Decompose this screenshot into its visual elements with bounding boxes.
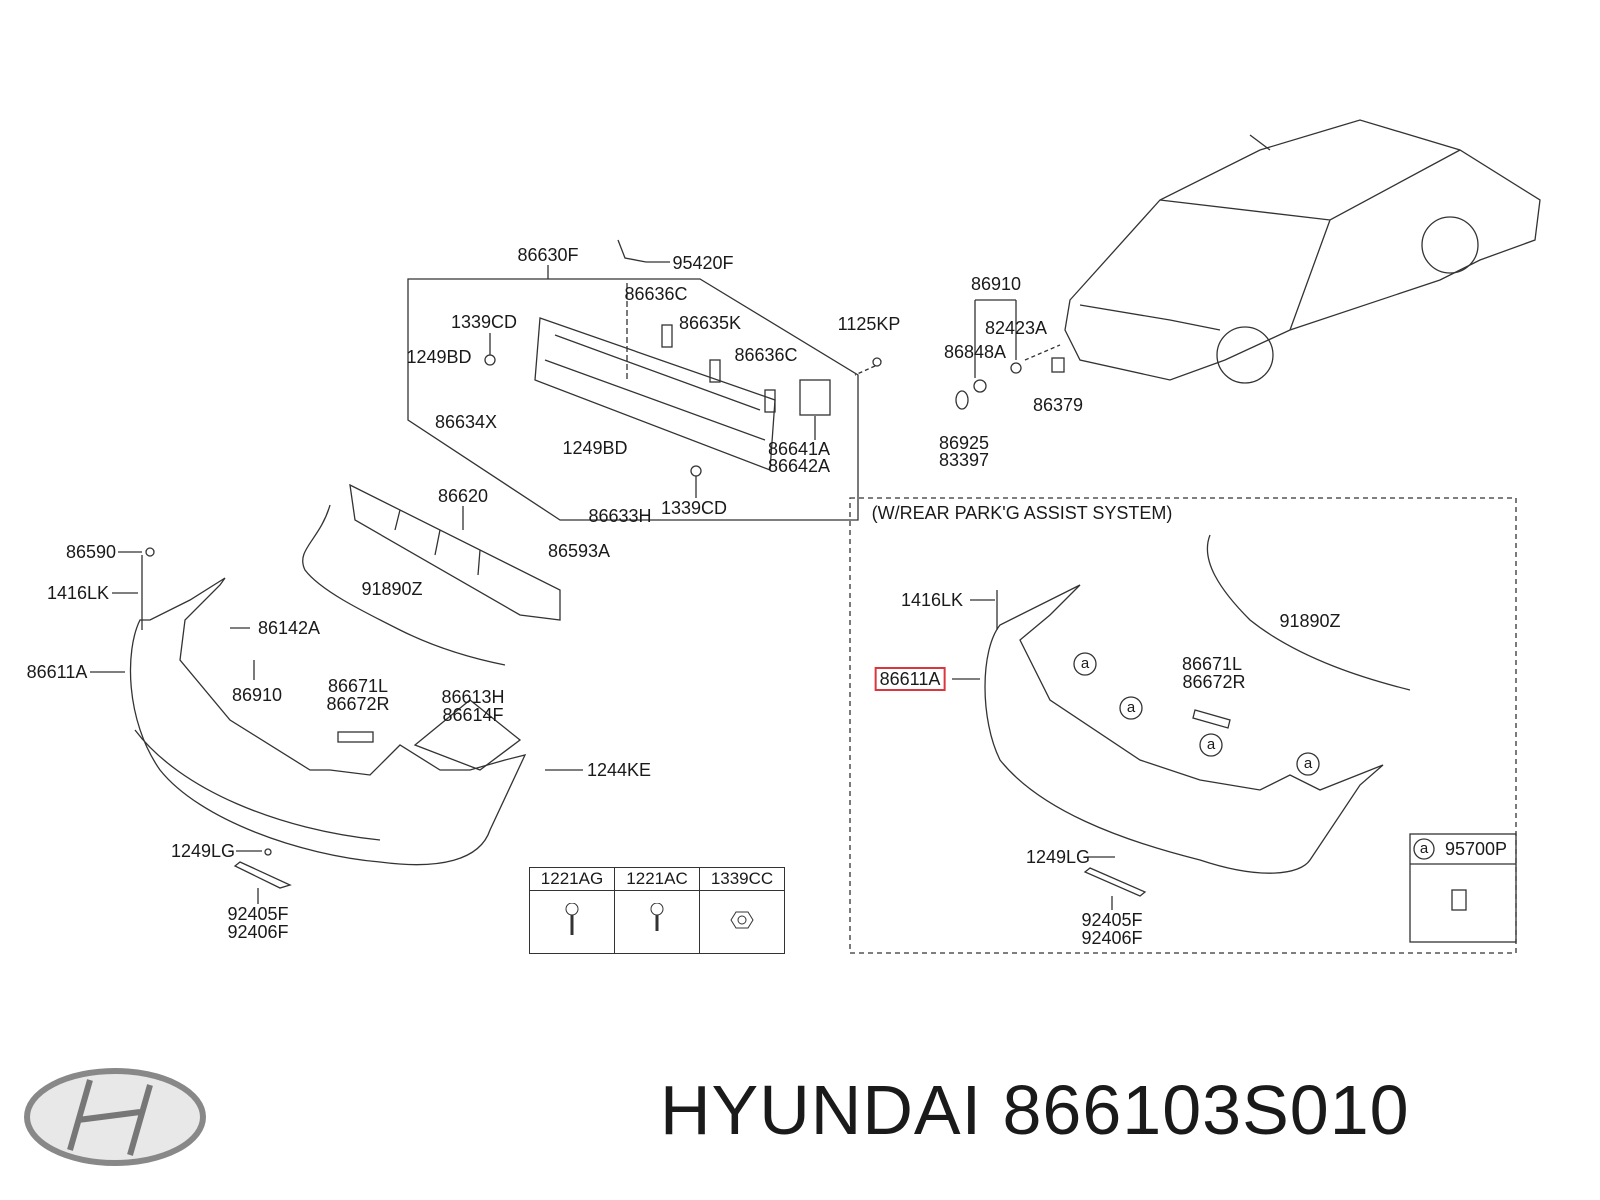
nut-icon — [699, 890, 785, 954]
part-label: 1249BD — [406, 347, 472, 367]
screw-icon — [529, 890, 615, 954]
part-label: 95420F — [672, 253, 734, 273]
part-label: 86635K — [678, 313, 742, 333]
fastener-header: 1221AG — [529, 867, 615, 891]
hyundai-logo — [24, 1068, 206, 1166]
bumper-rail — [534, 317, 776, 471]
part-label: 86910 — [970, 274, 1022, 294]
part-label: 91890Z — [361, 579, 423, 599]
bumper-cover-pas — [984, 584, 1384, 874]
part-label: 86379 — [1032, 395, 1084, 415]
part-label: 86671L — [327, 676, 389, 696]
part-label: 1244KE — [586, 760, 652, 780]
part-label: 86636C — [624, 284, 688, 304]
part-label: 91890Z — [1279, 611, 1341, 631]
part-label: 86630F — [517, 245, 579, 265]
part-label: 86672R — [1182, 672, 1246, 692]
callout-a: a — [1419, 840, 1429, 857]
part-label: 1339CD — [450, 312, 518, 332]
part-label: 86910 — [231, 685, 283, 705]
screw-icon — [614, 890, 700, 954]
part-label: 86848A — [943, 342, 1007, 362]
part-label: 86614F — [442, 705, 504, 725]
part-label: 86590 — [65, 542, 117, 562]
sensor-95420F — [617, 239, 647, 263]
part-label: 1125KP — [837, 314, 901, 334]
bracket-86641A — [799, 379, 831, 416]
brand-name: HYUNDAI — [660, 1071, 983, 1149]
part-label: 86641A — [767, 439, 831, 459]
park-assist-box — [849, 497, 1517, 954]
part-number: 866103S010 — [1002, 1071, 1410, 1149]
part-label: 1249LG — [170, 841, 236, 861]
part-label: 92405F — [227, 904, 289, 924]
part-label: 86634X — [434, 412, 498, 432]
part-label: 86671L — [1181, 654, 1243, 674]
callout-a: a — [1080, 655, 1090, 672]
part-label: 86613H — [441, 687, 505, 707]
park-assist-title: (W/REAR PARK'G ASSIST SYSTEM) — [871, 503, 1173, 523]
part-label: 1249BD — [562, 438, 628, 458]
part-label: 86611A — [26, 662, 88, 682]
part-label: 86142A — [257, 618, 321, 638]
fastener-table: 1221AG 1221AC 1339CC — [529, 867, 785, 954]
energy-absorber-86620 — [349, 483, 561, 621]
part-label: 86672R — [326, 694, 390, 714]
part-label: 1416LK — [46, 583, 110, 603]
part-label: 92406F — [1081, 928, 1143, 948]
part-label: 86593A — [547, 541, 611, 561]
sensor-legend-box — [1409, 833, 1517, 943]
part-label: 82423A — [984, 318, 1048, 338]
callout-a: a — [1126, 699, 1136, 716]
callout-a: a — [1303, 755, 1313, 772]
callout-a: a — [1206, 736, 1216, 753]
fastener-header: 1221AC — [614, 867, 700, 891]
sensor-part-label: 95700P — [1444, 839, 1508, 859]
part-label: 1249LG — [1025, 847, 1091, 867]
rail-group-outline — [407, 265, 859, 521]
part-label: 86620 — [437, 486, 489, 506]
part-label: 83397 — [938, 450, 990, 470]
wiring-91890Z — [302, 504, 506, 666]
part-label: 1339CD — [660, 498, 728, 518]
part-label: 86636C — [734, 345, 798, 365]
part-label: 1416LK — [900, 590, 964, 610]
part-label: 86633H — [588, 506, 652, 526]
highlighted-part-label: 86611A — [874, 667, 946, 691]
fastener-header: 1339CC — [699, 867, 785, 891]
part-label: 92406F — [227, 922, 289, 942]
part-label: 86925 — [938, 433, 990, 453]
bumper-cover-86611A — [129, 577, 527, 866]
part-label: 92405F — [1081, 910, 1143, 930]
part-title: HYUNDAI 866103S010 — [660, 1070, 1410, 1150]
part-label: 86642A — [767, 456, 831, 476]
car-body — [1064, 119, 1541, 381]
